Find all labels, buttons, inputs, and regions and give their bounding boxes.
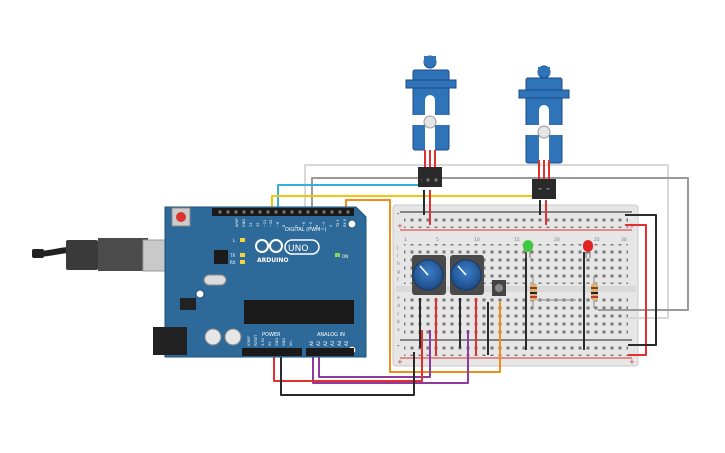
power-pin-labels: IOREF RESET 3.3V 5V GND GND Vin — [247, 334, 293, 346]
pin-label-vin: Vin — [289, 340, 293, 346]
analog-header-label: ANALOG IN — [317, 332, 345, 338]
arduino-logo-icon — [255, 239, 283, 253]
servo-1[interactable] — [405, 55, 457, 187]
pin-label-a2: A2 — [323, 340, 328, 346]
column-number-5: 5 — [436, 237, 439, 243]
servo-2[interactable] — [518, 65, 570, 199]
pin-label-2: 2 — [329, 225, 333, 227]
row-letter-g: g — [397, 270, 400, 275]
arduino-labels: ARDUINO UNO DIGITAL (PWM~) POWER ANALOG … — [229, 227, 348, 338]
row-letter-e: e — [397, 296, 400, 301]
board-model-label: UNO — [288, 244, 308, 254]
column-number-25: 25 — [594, 237, 600, 243]
analog-pin-labels: A0 A1 A2 A3 A4 A5 — [309, 340, 349, 346]
wire-cyan[interactable] — [277, 184, 437, 212]
on-led-label: ON — [342, 254, 348, 259]
row-letter-j: j — [396, 245, 398, 251]
push-button[interactable] — [492, 280, 506, 296]
pin-label-3v3: 3.3V — [261, 337, 265, 346]
servo-horn-icon — [519, 105, 569, 165]
pin-label-a0: A0 — [309, 340, 314, 346]
dc-jack — [153, 327, 187, 355]
rail-symbol-plus-bottom-right: + — [629, 358, 635, 366]
analog-header — [306, 348, 354, 356]
power-header-label: POWER — [262, 332, 281, 338]
wire-purple-1[interactable] — [312, 330, 469, 384]
atmega-chip — [244, 300, 354, 324]
led-label-tx: TX — [229, 253, 235, 258]
pin-label-9: ~9 — [276, 222, 280, 227]
wire-red-5v[interactable] — [273, 330, 423, 382]
pin-label-13: 13 — [249, 223, 253, 227]
wire-rail-red[interactable] — [625, 224, 647, 356]
pin-label-a1: A1 — [316, 340, 321, 346]
column-number-10: 10 — [474, 237, 480, 243]
pin-label-12: 12 — [256, 223, 260, 227]
rail-symbol-minus-bottom: - — [397, 342, 400, 350]
pin-label-7: 7 — [295, 225, 299, 227]
led-green[interactable] — [523, 240, 533, 258]
pin-label-a5: A5 — [344, 340, 349, 346]
wire-orange[interactable] — [345, 199, 501, 373]
wires — [271, 164, 689, 396]
row-letter-c: c — [397, 312, 400, 317]
row-letter-f: f — [397, 277, 399, 283]
pin-label-10: ~10 — [269, 220, 273, 227]
wire-black-gnd[interactable] — [280, 347, 415, 396]
pin-label-4: 4 — [315, 224, 319, 227]
wire-white[interactable] — [304, 164, 669, 319]
pin-label-a3: A3 — [330, 340, 335, 346]
arduino-uno[interactable] — [153, 206, 367, 358]
digital-pin-labels: AREF GND 13 12 ~11 ~10 ~9 8 7 ~6 ~5 4 ~3… — [235, 218, 347, 228]
pin-label-gnd-2: GND — [282, 338, 286, 346]
row-letter-b: b — [397, 319, 400, 325]
servo-horn-icon — [405, 95, 455, 155]
led-label-rx: RX — [230, 260, 236, 265]
column-number-15: 15 — [514, 237, 520, 243]
potentiometer-1[interactable] — [412, 255, 446, 295]
power-header — [242, 348, 302, 356]
breadboard-row-letters: j i h g f e d c b a — [396, 245, 400, 333]
row-letter-a: a — [397, 328, 400, 333]
potentiometer-2[interactable] — [450, 255, 484, 295]
wire-gray[interactable] — [311, 177, 689, 311]
board-brand-label: ARDUINO — [257, 257, 288, 264]
resistor-1[interactable] — [530, 276, 537, 308]
pin-label-aref: AREF — [235, 218, 239, 227]
rail-symbol-plus-top: + — [397, 222, 403, 230]
pin-label-rx0: RX 0 — [343, 219, 347, 227]
usb-plug-icon — [66, 240, 98, 270]
pin-label-3: ~3 — [322, 222, 326, 227]
pin-label-gnd: GND — [242, 219, 246, 227]
led-label-l: L — [233, 238, 236, 243]
digital-header-label: DIGITAL (PWM~) — [285, 227, 327, 233]
pin-label-tx1: TX 1 — [336, 219, 340, 228]
rail-symbol-plus-bottom: + — [397, 358, 403, 366]
row-letter-d: d — [397, 303, 400, 309]
row-letter-h: h — [397, 261, 400, 267]
led-red[interactable] — [583, 240, 593, 258]
pin-label-6: ~6 — [302, 222, 306, 227]
row-letter-i: i — [397, 253, 398, 259]
resistor-2[interactable] — [591, 276, 598, 308]
column-number-20: 20 — [554, 237, 560, 243]
pin-label-8: 8 — [282, 225, 286, 227]
pin-label-reset: RESET — [254, 334, 258, 346]
pin-label-ioref: IOREF — [247, 336, 251, 346]
breadboard[interactable] — [392, 204, 639, 367]
pin-label-gnd-1: GND — [275, 338, 279, 346]
pin-label-5v: 5V — [268, 341, 272, 346]
pin-label-5: ~5 — [309, 222, 313, 227]
pin-label-11: ~11 — [263, 220, 267, 227]
pin-label-a4: A4 — [337, 340, 342, 346]
column-number-1: 1 — [404, 237, 407, 243]
wire-rail-black[interactable] — [625, 214, 657, 346]
wire-purple-2[interactable] — [318, 330, 431, 378]
breadboard-column-numbers: 1 5 10 15 20 25 30 — [404, 237, 627, 243]
column-number-30: 30 — [621, 237, 627, 243]
rail-symbol-minus-top: - — [397, 210, 400, 218]
usb-cable[interactable] — [32, 238, 178, 272]
